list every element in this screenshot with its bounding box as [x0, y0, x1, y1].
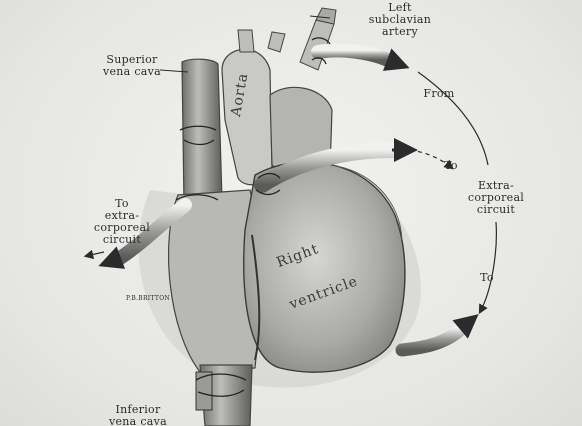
superior-vena-cava-vessel	[182, 59, 222, 205]
ivc-cannula	[196, 372, 212, 410]
aorta-vessel	[222, 49, 272, 184]
to-lower-label: To	[472, 272, 502, 284]
extracorporeal-circuit-label: Extra- corporeal circuit	[456, 180, 536, 216]
subclavian-cannula-tube	[318, 50, 388, 60]
superior-vena-cava-label: Superior vena cava	[92, 54, 172, 78]
circuit-path-lower	[480, 222, 496, 312]
left-outflow-arrow	[86, 252, 104, 256]
from-label: From	[414, 88, 464, 100]
left-subclavian-label: Left subclavian artery	[355, 2, 445, 38]
inferior-vena-cava-label: Inferior vena cava	[98, 404, 178, 426]
artist-signature: P.B.BRITTON	[118, 295, 178, 302]
carotid-branch	[268, 32, 285, 52]
circuit-path-upper	[418, 72, 488, 165]
to-extracorporeal-left-label: To extra- corporeal circuit	[92, 198, 152, 246]
lower-cannula-tube	[402, 328, 462, 350]
to-upper-label: To	[436, 160, 466, 172]
right-ventricle-muscle	[244, 162, 405, 372]
brachiocephalic-branch	[238, 30, 254, 52]
